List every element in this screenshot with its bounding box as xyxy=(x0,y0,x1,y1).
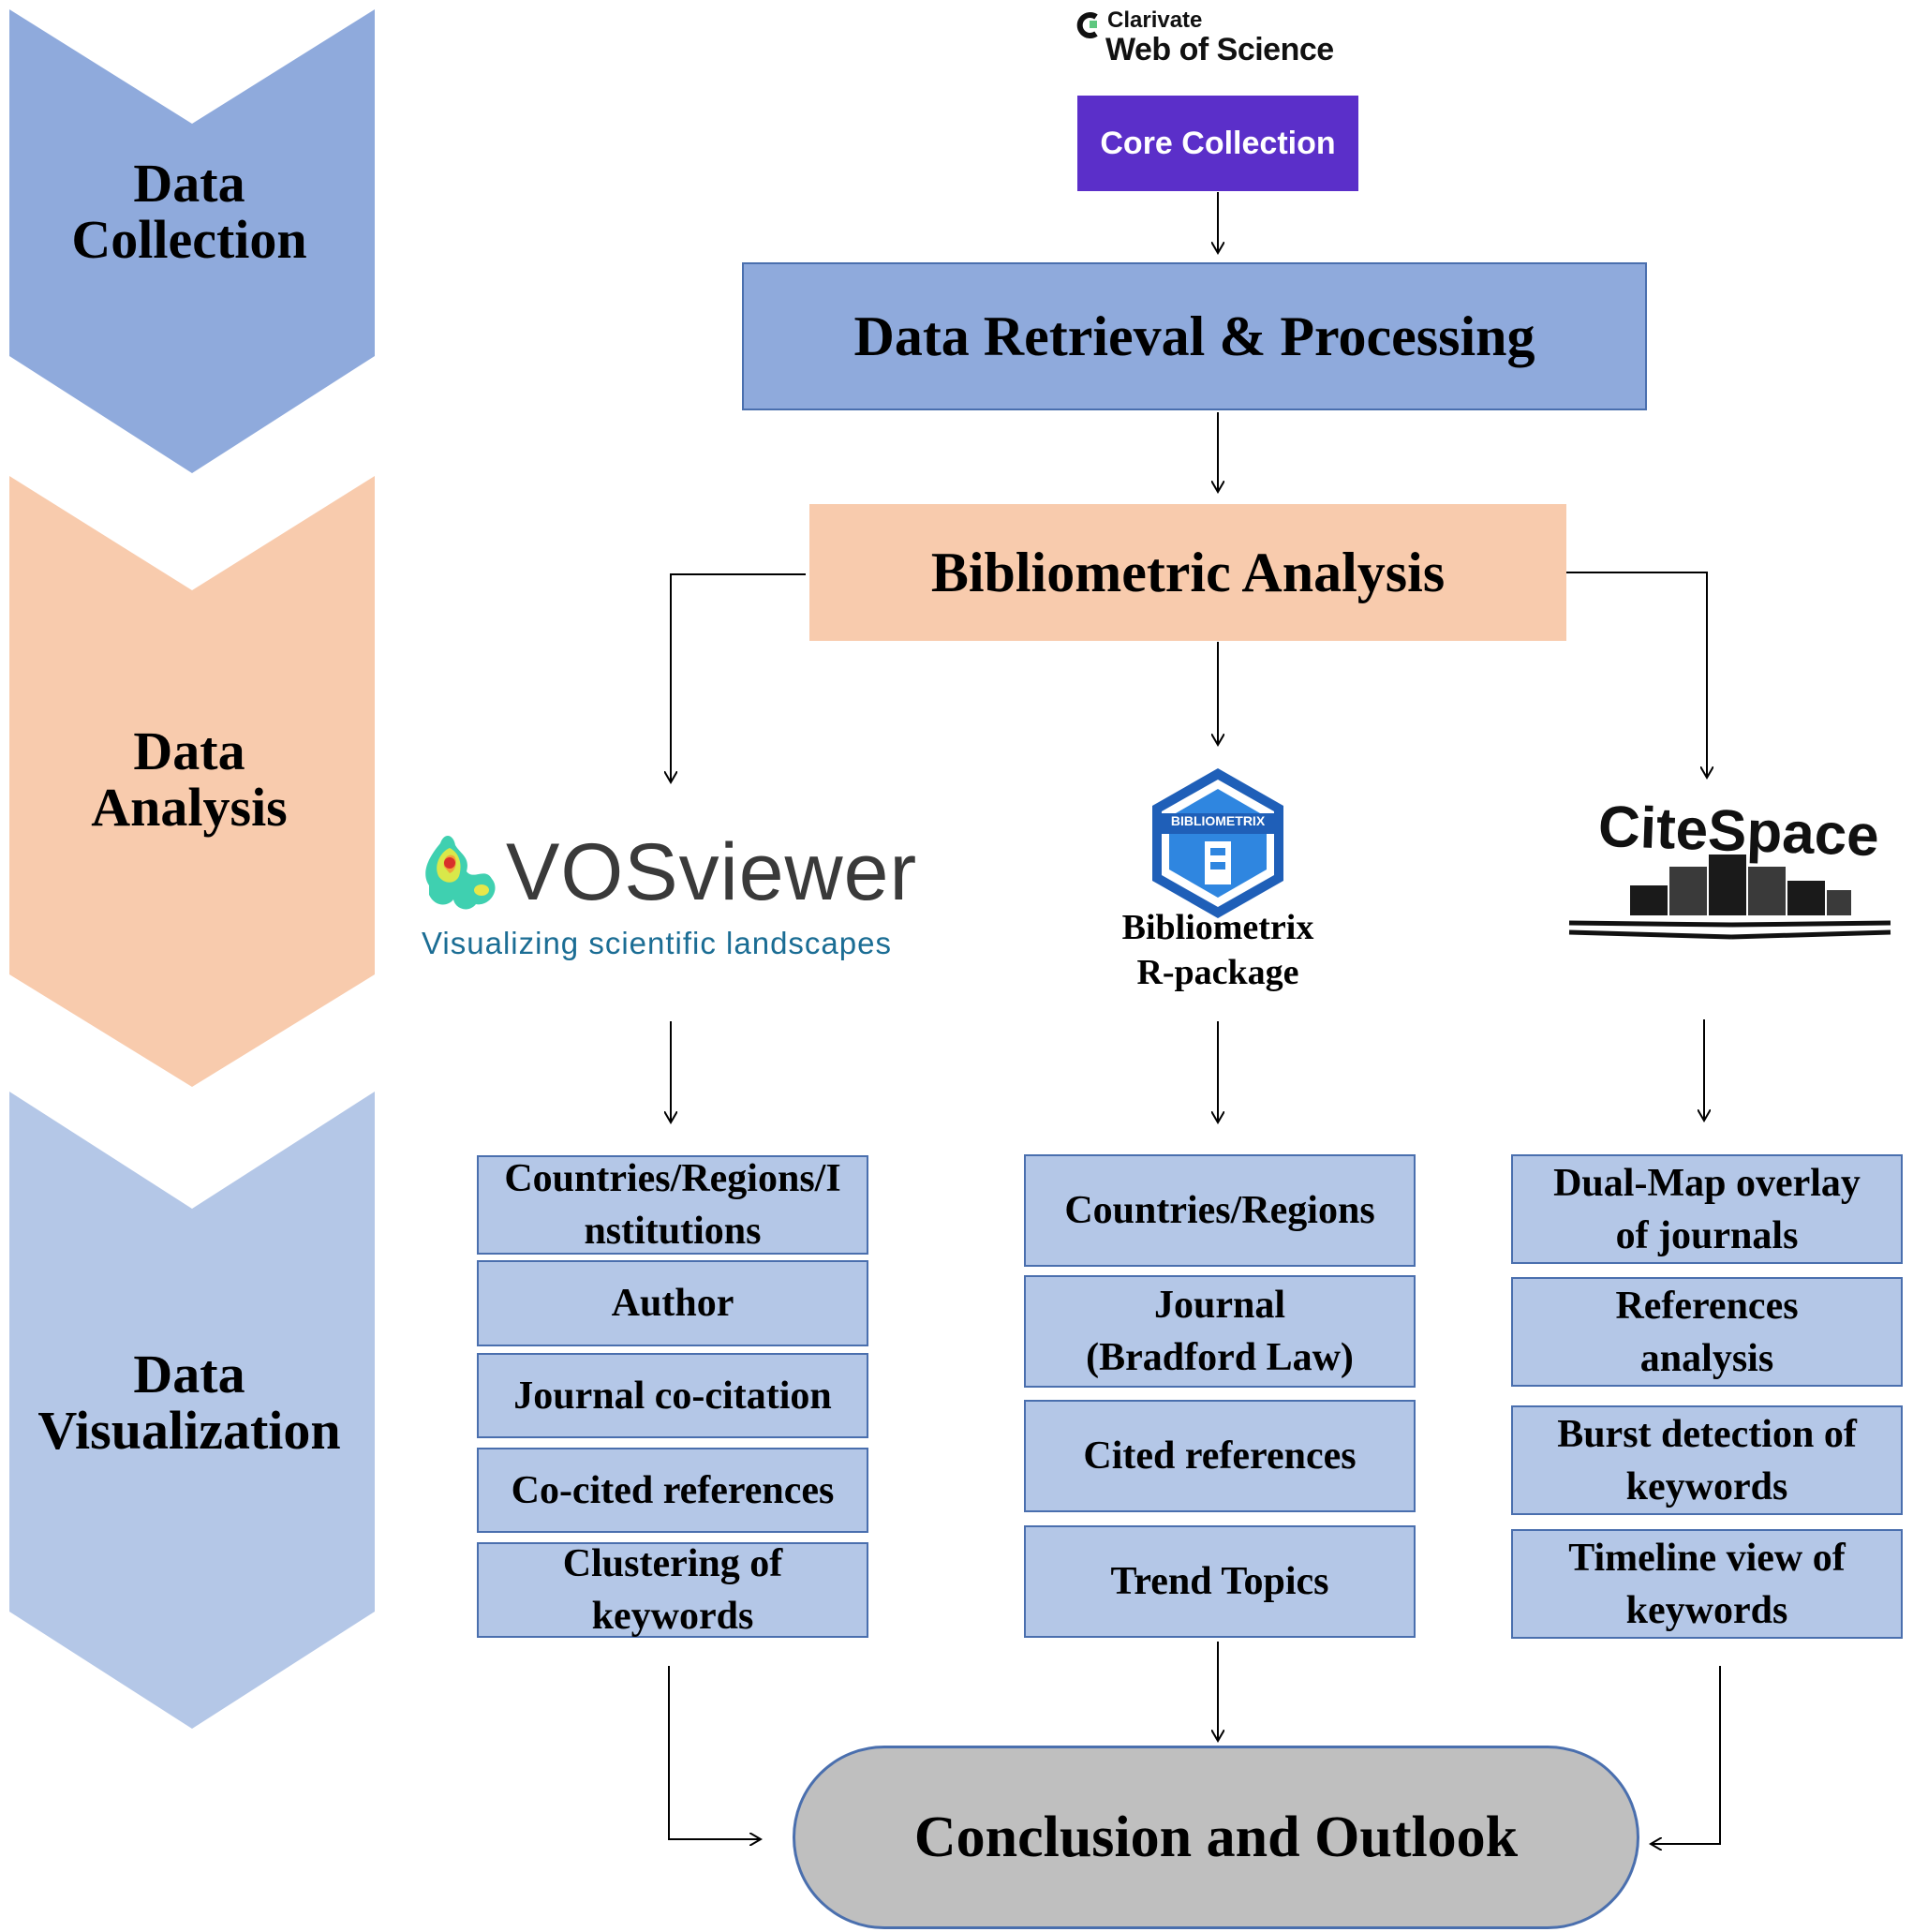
bib-item-line1: Cited references xyxy=(1083,1434,1357,1478)
bibliometrix-logo-icon xyxy=(1152,768,1283,918)
cite-item-text: Timeline view of keywords xyxy=(1568,1532,1846,1637)
vos-item-box: Author xyxy=(477,1260,868,1346)
vos-item-line1: Journal co-citation xyxy=(513,1374,832,1418)
stage-label-visualization: Data Visualization xyxy=(0,1346,378,1459)
clarivate-logo-icon xyxy=(1076,12,1098,38)
vos-item-text: Countries/Regions/I nstitutions xyxy=(504,1152,840,1257)
citespace-bar xyxy=(1709,855,1746,915)
cite-item-box: References analysis xyxy=(1511,1277,1903,1387)
citespace-book-icon xyxy=(1568,855,1891,940)
bibliometrix-caption-line2: R-package xyxy=(1136,953,1299,992)
stage-label-collection-line2: Collection xyxy=(71,209,307,270)
bib-item-box: Countries/Regions xyxy=(1024,1154,1416,1267)
citespace-book-line xyxy=(1568,920,1732,928)
bib-item-text: Journal (Bradford Law) xyxy=(1086,1279,1354,1384)
citespace-bar xyxy=(1827,890,1851,915)
vos-item-box: Journal co-citation xyxy=(477,1353,868,1438)
core-collection-box: Core Collection xyxy=(1077,96,1358,191)
bib-item-line1: Countries/Regions xyxy=(1064,1189,1375,1232)
cite-item-line2: of journals xyxy=(1615,1213,1799,1257)
stage-label-collection-line1: Data xyxy=(133,153,245,214)
vosviewer-tagline: Visualizing scientific landscapes xyxy=(422,926,892,960)
vos-item-line1: Clustering of xyxy=(562,1542,783,1585)
core-collection-label: Core Collection xyxy=(1100,125,1336,161)
stage-chevron-collection xyxy=(9,9,375,473)
stage-chevron-visualization xyxy=(9,1092,375,1729)
citespace-bar xyxy=(1787,881,1825,915)
cite-item-line2: keywords xyxy=(1625,1588,1788,1632)
bib-item-box: Trend Topics xyxy=(1024,1525,1416,1638)
cite-item-line2: analysis xyxy=(1639,1336,1774,1380)
citespace-bar xyxy=(1669,867,1707,915)
bibliometrix-caption-line1: Bibliometrix xyxy=(1121,908,1314,947)
vos-item-line1: Co-cited references xyxy=(511,1468,835,1512)
vos-item-text: Clustering of keywords xyxy=(563,1538,783,1642)
bib-item-box: Journal (Bradford Law) xyxy=(1024,1275,1416,1388)
conclusion-pill: Conclusion and Outlook xyxy=(793,1746,1639,1929)
bib-item-text: Cited references xyxy=(1083,1430,1356,1482)
stage-label-visualization-line2: Visualization xyxy=(37,1400,341,1461)
stage-label-collection: Data Collection xyxy=(0,156,378,268)
cite-item-line1: References xyxy=(1615,1284,1799,1328)
vos-item-line2: keywords xyxy=(591,1595,754,1638)
bib-item-text: Countries/Regions xyxy=(1064,1184,1374,1237)
bib-item-text: Trend Topics xyxy=(1110,1555,1328,1608)
arrow-bibliometric-to-citespace xyxy=(1566,572,1707,778)
citespace-logo-text: CiteSpace xyxy=(1596,794,1880,869)
cite-item-box: Burst detection of keywords xyxy=(1511,1405,1903,1515)
conclusion-label: Conclusion and Outlook xyxy=(913,1805,1519,1869)
vos-item-box: Clustering of keywords xyxy=(477,1542,868,1638)
vos-item-text: Journal co-citation xyxy=(513,1370,831,1422)
citespace-book-line xyxy=(1568,929,1732,940)
citespace-book-line xyxy=(1730,929,1891,940)
vos-item-text: Co-cited references xyxy=(512,1464,835,1517)
bib-item-line2: (Bradford Law) xyxy=(1086,1336,1354,1379)
bibliometrix-caption: Bibliometrix R-package xyxy=(1077,905,1358,995)
arrow-vos-to-conclusion xyxy=(668,1666,761,1839)
cite-item-text: References analysis xyxy=(1615,1280,1798,1385)
cite-item-line1: Burst detection of xyxy=(1557,1412,1857,1456)
cite-item-text: Dual-Map overlay of journals xyxy=(1553,1157,1861,1262)
wos-label: Web of Science xyxy=(1105,32,1334,67)
stage-label-visualization-line1: Data xyxy=(133,1344,245,1404)
citespace-bar xyxy=(1748,867,1786,915)
arrow-bibliometric-to-vosviewer xyxy=(671,573,806,782)
vosviewer-blob-icon xyxy=(425,835,496,910)
cite-item-line1: Dual-Map overlay xyxy=(1553,1161,1861,1205)
stage-label-analysis-line1: Data xyxy=(133,721,245,781)
clarivate-label: Clarivate xyxy=(1107,7,1203,33)
citespace-book-line xyxy=(1730,920,1891,928)
stage-label-analysis-line2: Analysis xyxy=(91,777,288,838)
vos-item-text: Author xyxy=(612,1277,734,1330)
vos-item-line1: Countries/Regions/I xyxy=(504,1157,841,1200)
vos-item-line2: nstitutions xyxy=(584,1210,762,1253)
vosviewer-logo-text: VOSviewer xyxy=(506,827,918,917)
bibliometric-label: Bibliometric Analysis xyxy=(930,541,1446,603)
stage-label-analysis: Data Analysis xyxy=(0,723,378,836)
bibliometric-box: Bibliometric Analysis xyxy=(809,504,1566,641)
cite-item-line2: keywords xyxy=(1625,1464,1788,1508)
vos-item-line1: Author xyxy=(611,1282,734,1325)
retrieval-box: Data Retrieval & Processing xyxy=(742,262,1647,410)
vos-item-box: Countries/Regions/I nstitutions xyxy=(477,1155,868,1255)
cite-item-line1: Timeline view of xyxy=(1568,1536,1846,1580)
vos-item-box: Co-cited references xyxy=(477,1448,868,1533)
cite-item-box: Dual-Map overlay of journals xyxy=(1511,1154,1903,1264)
bibliometrix-badge-text: BIBLIOMETRIX xyxy=(1170,813,1266,828)
cite-item-text: Burst detection of keywords xyxy=(1557,1408,1857,1513)
bib-item-box: Cited references xyxy=(1024,1400,1416,1512)
arrow-cite-to-conclusion xyxy=(1651,1666,1721,1844)
retrieval-label: Data Retrieval & Processing xyxy=(853,305,1535,367)
bib-item-line1: Trend Topics xyxy=(1110,1560,1329,1603)
stage-chevron-analysis xyxy=(9,476,375,1087)
citespace-bar xyxy=(1630,885,1668,915)
bib-item-line1: Journal xyxy=(1153,1284,1285,1327)
cite-item-box: Timeline view of keywords xyxy=(1511,1529,1903,1639)
